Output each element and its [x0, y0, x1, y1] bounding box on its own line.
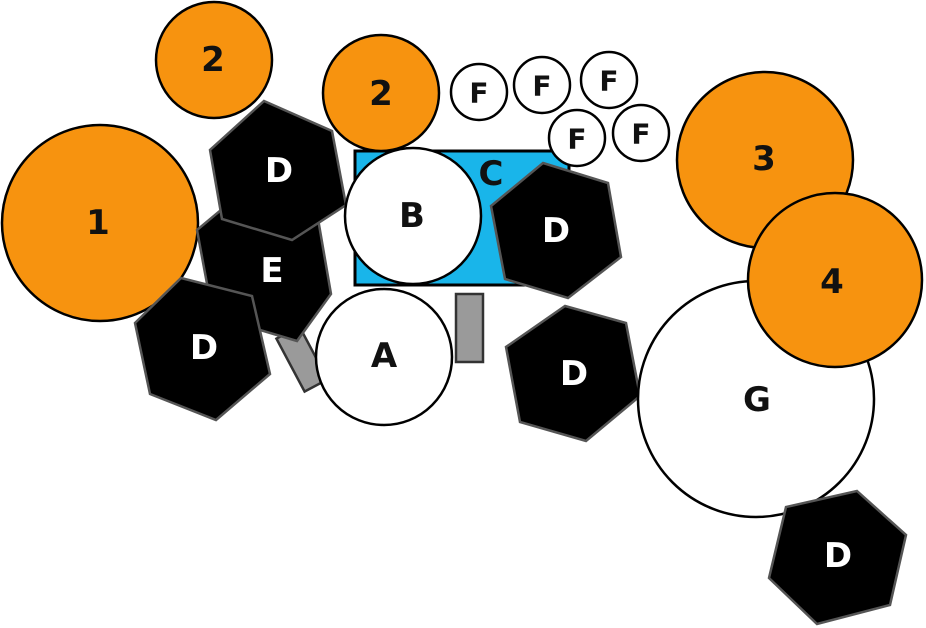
label-3: 3 [752, 139, 776, 179]
circle-b [343, 146, 483, 286]
hexagon-d-center-upper [489, 161, 623, 300]
circle-a [314, 287, 454, 427]
circle-f-5 [611, 103, 671, 163]
label-1: 1 [86, 203, 110, 243]
hexagon-d-upper-left [208, 99, 348, 242]
label-4: 4 [820, 262, 844, 302]
label-f-3: F [599, 65, 618, 98]
label-f-5: F [631, 118, 650, 151]
label-b: B [399, 196, 425, 236]
label-d-bottom-right: D [824, 536, 852, 576]
hexagon-d-lower-left [133, 276, 272, 422]
label-d-upper-left: D [265, 151, 293, 191]
orange-circle-4 [746, 191, 924, 369]
orange-circle-1 [0, 123, 200, 323]
label-c: C [479, 154, 504, 194]
circle-f-1 [449, 62, 509, 122]
circle-f-2 [512, 55, 572, 115]
gray-bar-right [454, 292, 485, 364]
hexagon-d-bottom-right [767, 489, 908, 626]
label-2-left: 2 [201, 40, 225, 80]
orange-circle-2-left [154, 0, 274, 120]
label-d-lower-left: D [190, 328, 218, 368]
circle-f-3 [579, 50, 639, 110]
label-g: G [743, 380, 771, 420]
label-e: E [260, 251, 283, 291]
label-2-center: 2 [369, 74, 393, 114]
hexagon-d-center-lower [504, 304, 642, 443]
label-f-1: F [469, 77, 488, 110]
label-d-center-upper: D [542, 211, 570, 251]
circle-f-4 [547, 108, 607, 168]
label-f-4: F [567, 123, 586, 156]
orange-circle-2-center [321, 33, 441, 153]
label-a: A [371, 336, 398, 376]
label-f-2: F [532, 70, 551, 103]
label-d-center-lower: D [560, 354, 588, 394]
